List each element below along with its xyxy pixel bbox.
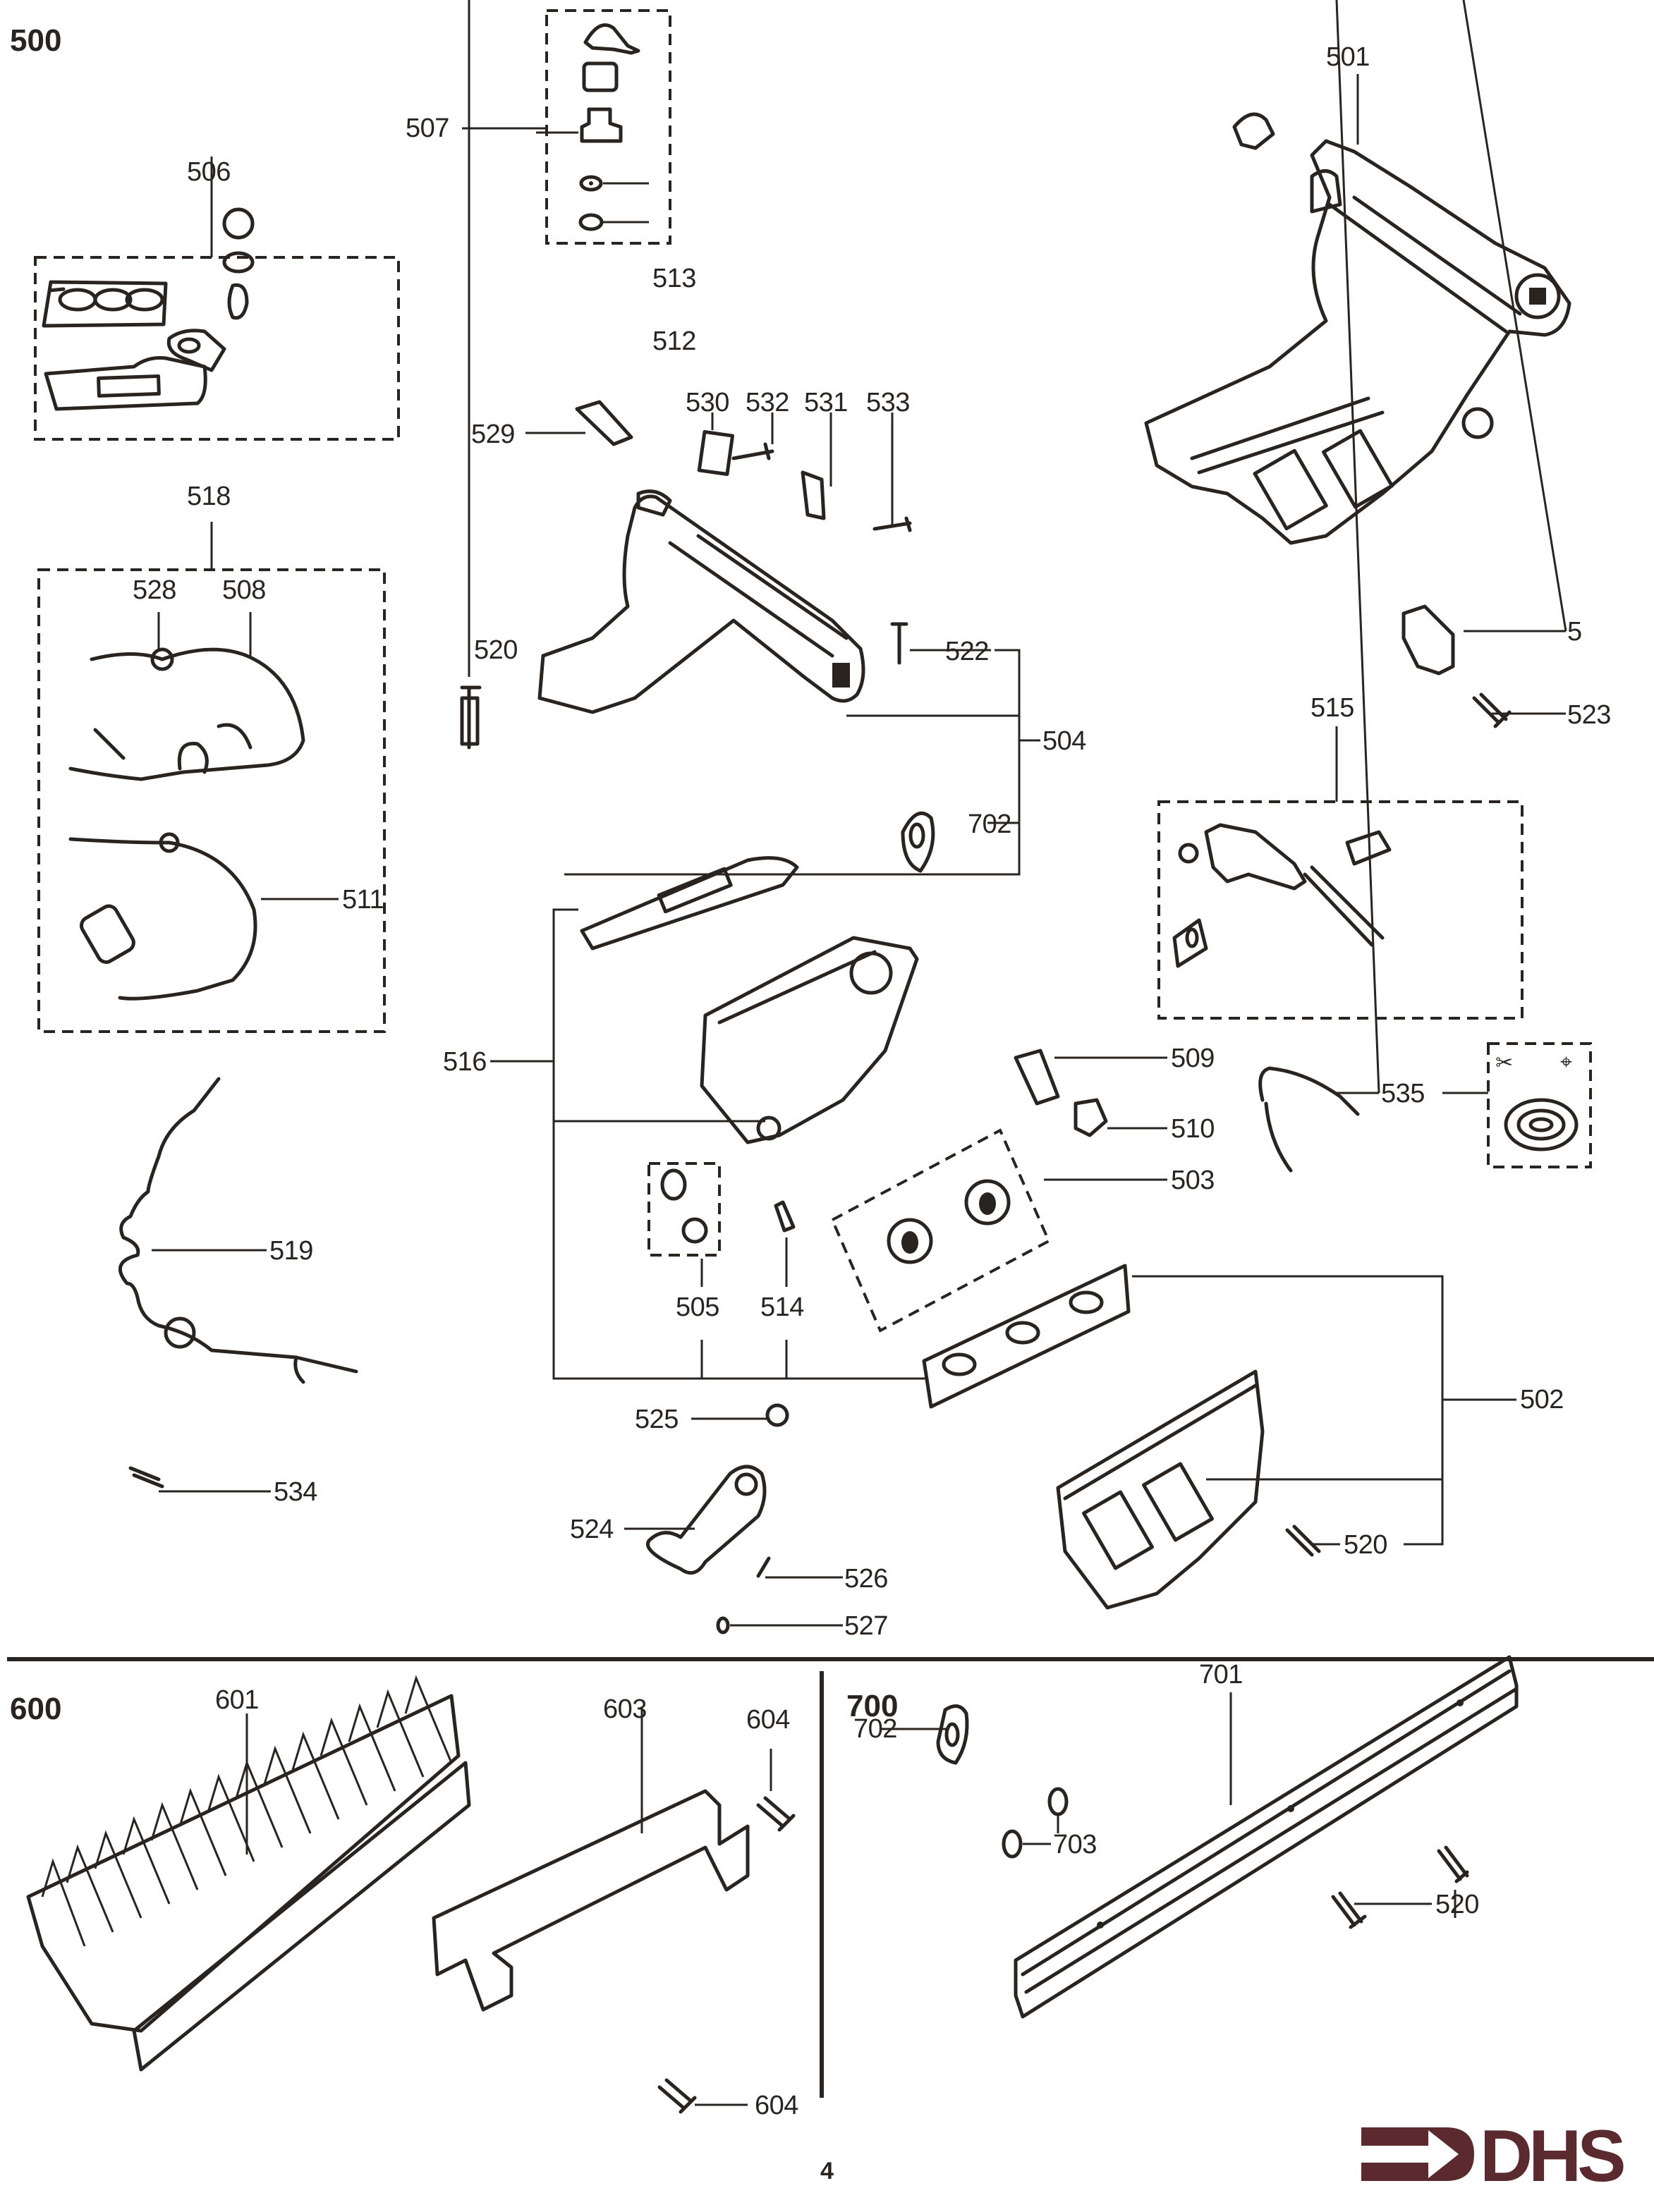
callout-502: 502 — [1520, 1385, 1564, 1414]
part-703-washers — [1002, 1787, 1069, 1859]
callout-512: 512 — [652, 326, 696, 356]
callout-501: 501 — [1326, 42, 1370, 72]
callout-603: 603 — [603, 1694, 647, 1724]
callout-535: 535 — [1381, 1079, 1425, 1108]
callout-703: 703 — [1053, 1830, 1097, 1859]
section-heading-600: 600 — [10, 1692, 62, 1726]
callout-510: 510 — [1171, 1114, 1215, 1144]
callout-604-lower: 604 — [755, 2091, 798, 2120]
small-parts-529-533 — [525, 400, 912, 532]
callout-520-upper: 520 — [474, 635, 518, 665]
page-number: 4 — [820, 2158, 834, 2184]
callout-516: 516 — [443, 1047, 487, 1077]
part-519-thermocouple — [118, 1077, 358, 1493]
callout-515: 515 — [1311, 693, 1354, 723]
callout-604-upper: 604 — [746, 1705, 790, 1735]
kit-515-pilot — [1157, 726, 1524, 1020]
crosshair-icon: ⌖ — [1560, 1051, 1572, 1074]
callout-507: 507 — [406, 114, 449, 143]
kit-507-filter-jet — [462, 9, 671, 245]
callout-524: 524 — [570, 1515, 614, 1544]
callout-522: 522 — [945, 637, 989, 666]
callout-529: 529 — [471, 420, 515, 449]
part-520-screws-700 — [1331, 1845, 1469, 1929]
part-516-burner-block — [490, 856, 928, 1380]
callout-534: 534 — [274, 1477, 317, 1507]
callout-514: 514 — [760, 1293, 804, 1322]
callout-513: 513 — [652, 264, 696, 293]
callout-702-upper: 702 — [968, 809, 1011, 839]
callout-520-middle: 520 — [1344, 1530, 1387, 1560]
part-601-burner-bar-grid — [26, 1675, 471, 2072]
part-501-gas-valve — [1144, 74, 1571, 545]
kit-506-gaskets — [34, 157, 400, 441]
part-702-gasket-lower — [882, 1704, 969, 1765]
callout-533: 533 — [866, 388, 910, 417]
callout-506: 506 — [187, 157, 231, 187]
callout-508: 508 — [222, 575, 266, 605]
callout-518: 518 — [187, 482, 231, 511]
kit-535-seal — [1258, 0, 1592, 1173]
part-504-manifold — [460, 0, 1040, 876]
callout-519: 519 — [269, 1236, 313, 1266]
part-523-screw — [1472, 692, 1566, 728]
arrow-right-logo-icon — [1361, 2127, 1474, 2181]
callout-520-lower: 520 — [1435, 1890, 1479, 1919]
callout-530: 530 — [686, 388, 729, 417]
callout-504: 504 — [1042, 726, 1086, 756]
section-heading-700: 700 — [846, 1689, 899, 1723]
callout-701: 701 — [1199, 1660, 1243, 1689]
callout-5: 5 — [1567, 617, 1582, 647]
callout-526: 526 — [844, 1564, 888, 1594]
part-702-gasket-upper — [901, 811, 935, 873]
callout-525: 525 — [635, 1405, 679, 1434]
logo-text: DHS — [1480, 2115, 1626, 2197]
callout-528: 528 — [133, 575, 176, 605]
parts-524-527 — [624, 1403, 843, 1634]
dhs-logo: DHS — [1361, 2115, 1629, 2197]
parts-505-514 — [647, 1162, 796, 1379]
callout-702-lower: 702 — [853, 1714, 897, 1744]
callout-503: 503 — [1171, 1166, 1215, 1195]
callout-523: 523 — [1567, 700, 1611, 730]
section-heading-500: 500 — [10, 23, 62, 58]
parts-509-510-503 — [830, 1049, 1167, 1333]
callout-511: 511 — [342, 885, 384, 915]
callout-532: 532 — [746, 388, 789, 417]
callout-527: 527 — [844, 1611, 888, 1641]
scissors-icon: ✂ — [1495, 1051, 1514, 1075]
callout-505: 505 — [676, 1293, 719, 1322]
callout-509: 509 — [1171, 1044, 1215, 1073]
callout-601: 601 — [215, 1685, 259, 1715]
part-5-bracket — [1401, 0, 1567, 676]
part-603-bracket — [432, 1706, 750, 2012]
part-502-manifold-assembly — [922, 1264, 1516, 1610]
part-701-rail — [1014, 1655, 1519, 2019]
kit-518-electrodes — [37, 522, 386, 1033]
callout-531: 531 — [804, 388, 848, 417]
part-604-screws — [657, 1749, 796, 2114]
